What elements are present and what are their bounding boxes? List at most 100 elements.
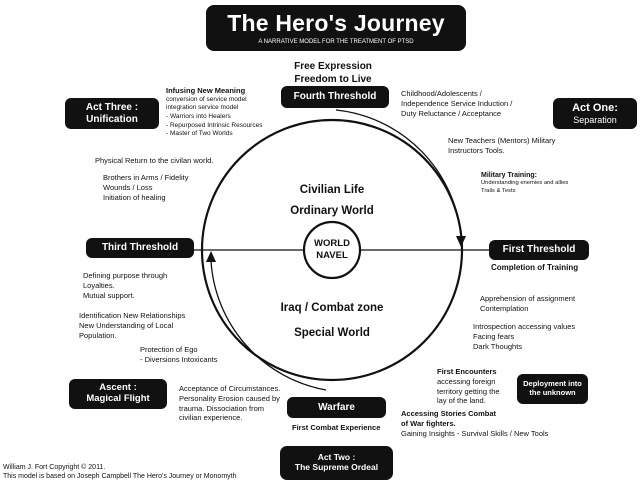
brothers-line: Brothers in Arms / Fidelity: [103, 173, 189, 182]
apprehension-line: Apprehension of assignment: [480, 294, 576, 303]
fourth-threshold-label: Fourth Threshold: [293, 91, 377, 103]
world-navel-text: WORLD NAVEL: [304, 238, 360, 263]
note-brothers: Brothers in Arms / Fidelity Wounds / Los…: [103, 173, 188, 202]
note-mentors: New Teachers (Mentors) Military Instruct…: [448, 136, 555, 156]
act-one-line1: Act One:: [572, 102, 618, 114]
arrowhead-bottom-left: [206, 251, 216, 262]
warfare-label: Warfare: [318, 401, 355, 413]
identification-line: New Understanding of Local: [79, 320, 174, 330]
attribution-text: This model is based on Joseph Campbell T…: [3, 473, 237, 481]
arrowhead-top-right: [456, 236, 466, 247]
first-threshold-sub: Completion of Training: [491, 263, 579, 272]
third-threshold-box: Third Threshold: [86, 238, 194, 258]
infusing-line: - Repurposed Intrinsic Resources: [166, 121, 263, 129]
note-accessing-stories: Accessing Stories Combat of War fighters…: [401, 409, 548, 438]
brothers-line: Wounds / Loss: [103, 182, 153, 192]
military-training-line: Trails & Tests: [481, 187, 516, 194]
note-childhood: Childhood/Adolescents / Independence Ser…: [401, 89, 512, 118]
first-encounters-heading: First Encounters: [437, 367, 497, 376]
apprehension-line: Contemplation: [480, 303, 529, 313]
act-three-box: Act Three : Unification: [65, 98, 159, 129]
infusing-heading: Infusing New Meaning: [166, 86, 246, 95]
copyright-text: William J. Fort Copyright © 2011.: [3, 464, 106, 471]
note-physical-return: Physical Return to the civilan world.: [95, 156, 213, 166]
military-training-line: Understanding enemies and allies: [481, 180, 569, 187]
accessing-stories-heading: Accessing Stories Combat: [401, 409, 497, 418]
title-box: The Hero's Journey A NARRATIVE MODEL FOR…: [206, 5, 466, 51]
infusing-line: - Warriors into Healers: [166, 113, 231, 121]
footer: William J. Fort Copyright © 2011. This m…: [3, 463, 237, 481]
note-acceptance: Acceptance of Circumstances. Personality…: [179, 384, 280, 423]
note-first-encounters: First Encounters accessing foreign terri…: [437, 367, 500, 406]
ascent-line1: Ascent :: [99, 382, 137, 394]
fourth-threshold-box: Fourth Threshold: [281, 86, 389, 108]
infusing-line: integration service model: [166, 104, 239, 112]
top-label-line2: Freedom to Live: [294, 73, 372, 85]
childhood-line: Independence Service Induction /: [401, 98, 513, 108]
act-two-box: Act Two : The Supreme Ordeal: [280, 446, 393, 480]
circle-upper-text: Civilian Life Ordinary World: [262, 180, 402, 221]
circle-lower-text: Iraq / Combat zone Special World: [257, 296, 407, 345]
title-text: The Hero's Journey: [227, 9, 445, 36]
arrow-bottom-left: [210, 260, 327, 391]
physical-return-line: Physical Return to the civilan world.: [95, 156, 214, 165]
introspection-line: Introspection accessing values: [473, 322, 576, 331]
third-threshold-label: Third Threshold: [101, 242, 179, 254]
infusing-line: - Master of Two Worlds: [166, 130, 233, 138]
note-infusing-meaning: Infusing New Meaning conversion of servi…: [166, 86, 262, 139]
protection-line: Protection of Ego: [140, 345, 198, 354]
special-world-label: Special World: [294, 326, 370, 339]
introspection-line: Dark Thoughts: [473, 341, 523, 351]
first-encounters-line: accessing foreign: [437, 376, 496, 386]
act-two-line1: Act Two :: [317, 452, 356, 463]
note-introspection: Introspection accessing values Facing fe…: [473, 322, 575, 351]
infusing-line: conversion of service model: [166, 95, 247, 103]
accessing-stories-line: Gaining Insights - Survival Skills / New…: [401, 428, 549, 438]
note-apprehension: Apprehension of assignment Contemplation: [480, 294, 575, 314]
note-military-training: Military Training: Understanding enemies…: [481, 171, 568, 195]
world-label: WORLD: [314, 238, 350, 249]
acceptance-line: Personality Erosion caused by: [179, 393, 280, 403]
note-purpose: Defining purpose through Loyalties. Mutu…: [83, 271, 167, 300]
brothers-line: Initiation of healing: [103, 192, 166, 202]
act-one-line2: Separation: [573, 114, 617, 125]
top-label-line1: Free Expression: [294, 61, 372, 72]
navel-label: NAVEL: [316, 250, 348, 262]
ascent-line2: Magical Flight: [86, 393, 150, 404]
acceptance-line: trauma. Dissociation from: [179, 403, 265, 413]
mentors-line: Instructors Tools.: [448, 145, 505, 155]
deployment-box: Deployment into the unknown: [517, 374, 588, 404]
act-one-box: Act One: Separation: [553, 98, 637, 129]
act-three-line2: Unification: [86, 113, 138, 125]
arrow-top-right: [335, 109, 462, 238]
journey-circle: [200, 118, 464, 382]
identification-line: Population.: [79, 330, 117, 340]
civilian-life-label: Civilian Life: [299, 184, 365, 196]
deployment-line2: the unknown: [529, 388, 576, 397]
mentors-line: New Teachers (Mentors) Military: [448, 136, 556, 145]
purpose-line: Defining purpose through: [83, 271, 168, 280]
warfare-sub: First Combat Experience: [292, 423, 381, 432]
acceptance-line: Acceptance of Circumstances.: [179, 384, 281, 393]
military-training-heading: Military Training:: [481, 172, 538, 179]
act-three-line1: Act Three :: [85, 102, 139, 113]
ordinary-world-label: Ordinary World: [290, 204, 374, 217]
protection-line: - Diversions Intoxicants: [140, 354, 218, 364]
childhood-line: Duty Reluctance / Acceptance: [401, 108, 502, 118]
acceptance-line: civilian experience.: [179, 413, 243, 423]
world-navel-circle: [302, 220, 362, 280]
combat-zone-label: Iraq / Combat zone: [280, 302, 384, 314]
subtitle-text: A NARRATIVE MODEL FOR THE TREATMENT OF P…: [258, 39, 414, 46]
first-threshold-box: First Threshold: [489, 240, 589, 260]
note-protection: Protection of Ego - Diversions Intoxican…: [140, 345, 218, 365]
purpose-line: Mutual support.: [83, 290, 135, 300]
top-label: Free Expression Freedom to Live: [273, 61, 393, 86]
act-two-line2: The Supreme Ordeal: [294, 462, 379, 472]
accessing-stories-heading: of War fighters.: [401, 418, 456, 428]
first-threshold-label: First Threshold: [502, 244, 576, 256]
introspection-line: Facing fears: [473, 331, 515, 341]
deployment-line1: Deployment into: [523, 379, 582, 389]
identification-line: Identification New Relationships: [79, 311, 186, 320]
purpose-line: Loyalties.: [83, 280, 115, 290]
